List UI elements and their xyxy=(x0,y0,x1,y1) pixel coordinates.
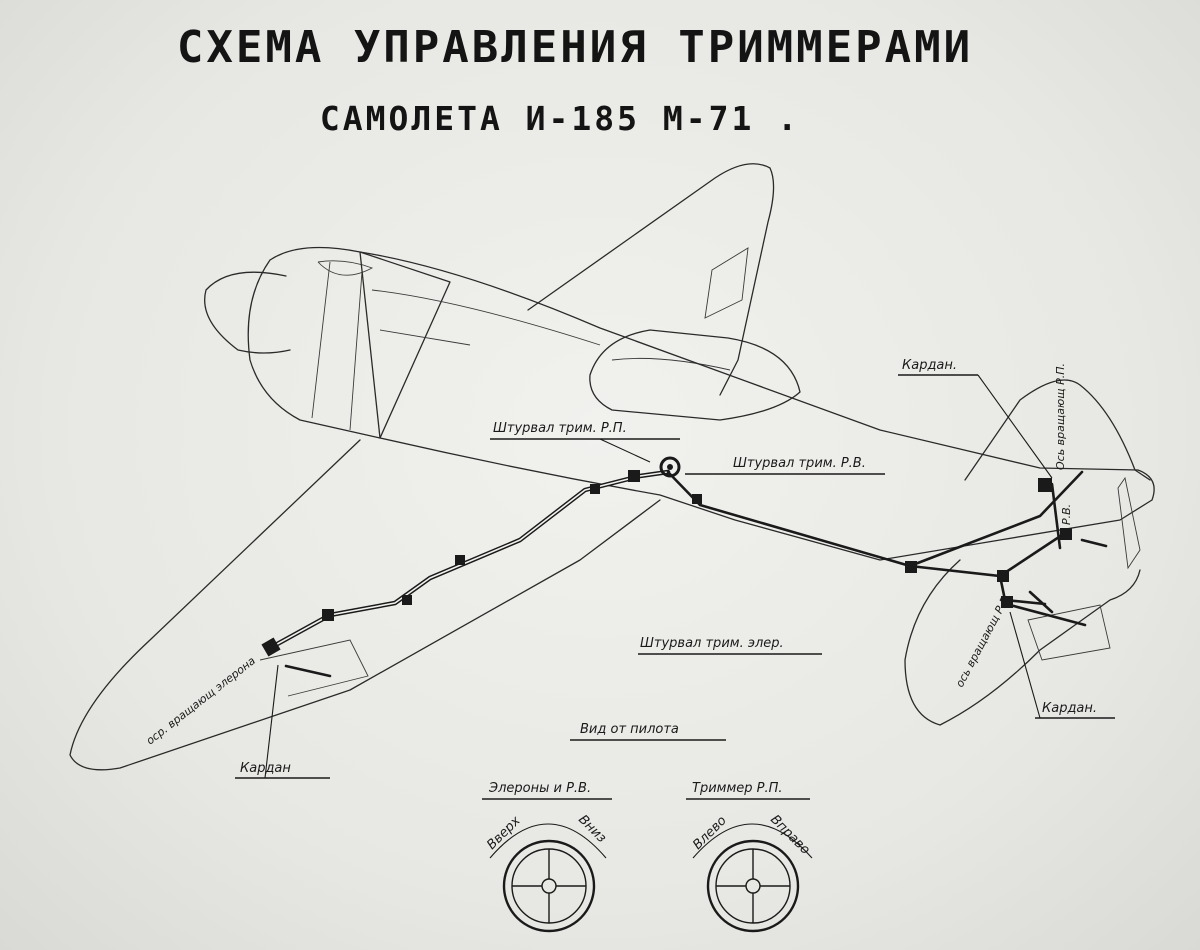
label-tail-small-mark: Р.В. xyxy=(1060,504,1073,525)
wheel-1-rim-icon xyxy=(502,839,596,933)
label-cardan-top: Кардан. xyxy=(902,358,957,373)
pilot-view-heading: Вид от пилота xyxy=(580,722,679,737)
handwheel-rudder-trim: Триммер Р.П. Влево Вправо xyxy=(686,781,813,933)
horizontal-stabilizer xyxy=(904,559,1141,726)
drawing-labels: Кардан. Штурвал трим. Р.П. Штурвал трим.… xyxy=(144,358,1115,779)
title-line-1: СХЕМА УПРАВЛЕНИЯ ТРИММЕРАМИ xyxy=(177,22,973,73)
engine-cowling xyxy=(247,246,451,439)
handwheel-ailerons-elevator: Элероны и Р.В. Вверх Вниз xyxy=(482,781,612,933)
title-line-2: САМОЛЕТА И-185 М-71 . xyxy=(320,99,800,138)
right-wing xyxy=(527,163,775,396)
wheel-2-rim-icon xyxy=(706,839,800,933)
label-elevator-trim-wheel: Штурвал трим. Р.В. xyxy=(733,456,866,471)
propeller-spinner xyxy=(204,271,291,354)
label-cardan-bottom-right: Кардан. xyxy=(1042,701,1097,716)
trim-linkage xyxy=(261,456,1108,678)
wheel-2-title: Триммер Р.П. xyxy=(692,781,783,796)
airframe xyxy=(69,163,1155,771)
trim-handwheel-hub xyxy=(659,456,681,478)
label-aileron-trim-wheel: Штурвал трим. элер. xyxy=(640,636,784,651)
label-aileron-rotating-axis: оср. вращающ элерона xyxy=(144,654,258,747)
left-wing xyxy=(69,439,661,771)
wheel-1-right-direction: Вниз xyxy=(575,812,609,846)
label-rudder-trim-wheel: Штурвал трим. Р.П. xyxy=(493,421,627,436)
cockpit-canopy xyxy=(589,329,801,421)
label-rudder-rotating-axis: Ось вращающ Р.П. xyxy=(1054,363,1067,470)
wheel-1-title: Элероны и Р.В. xyxy=(488,781,591,796)
pilot-view: Вид от пилота Элероны и Р.В. Вверх Вниз … xyxy=(482,722,813,933)
label-elevator-rotating-axis: ось вращающ Р.В. xyxy=(953,591,1013,689)
wheel-2-left-direction: Влево xyxy=(690,813,730,853)
vertical-tail xyxy=(964,379,1151,481)
fuselage xyxy=(359,251,1155,561)
